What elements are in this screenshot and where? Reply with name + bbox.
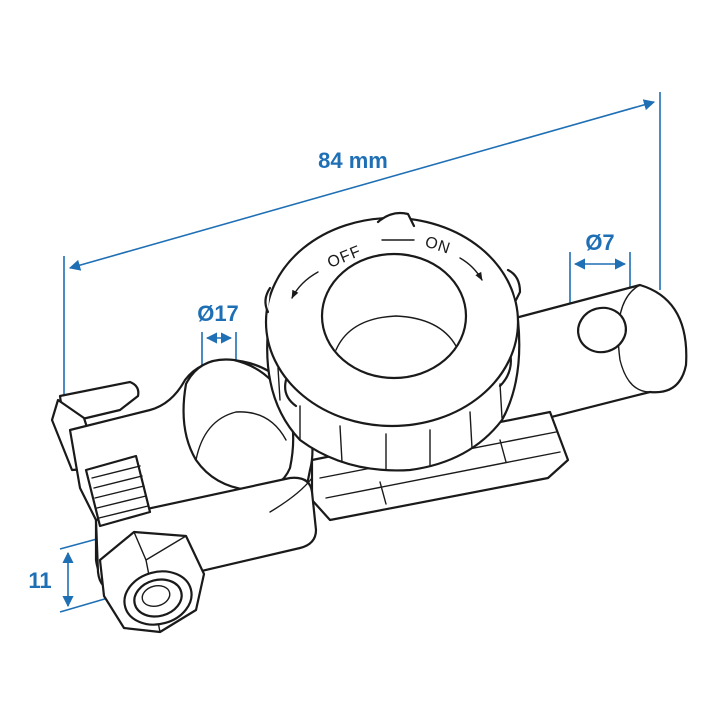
hole-diameter-label: Ø7: [585, 230, 614, 255]
mounting-shaft: [468, 283, 688, 432]
dimension-84mm: 84 mm: [63, 92, 661, 420]
threaded-bolt: [84, 454, 152, 528]
length-label: 84 mm: [318, 148, 388, 173]
off-arrow-icon: [291, 271, 319, 299]
post-diameter-label: Ø17: [197, 301, 239, 326]
hex-nut: [98, 530, 206, 634]
on-arrow-icon: [459, 257, 483, 281]
rotary-dial: OFF ON: [264, 211, 522, 472]
dimension-post-diameter: Ø17: [197, 301, 239, 488]
height-label: 11: [28, 568, 51, 593]
mounting-hole: [577, 306, 627, 354]
